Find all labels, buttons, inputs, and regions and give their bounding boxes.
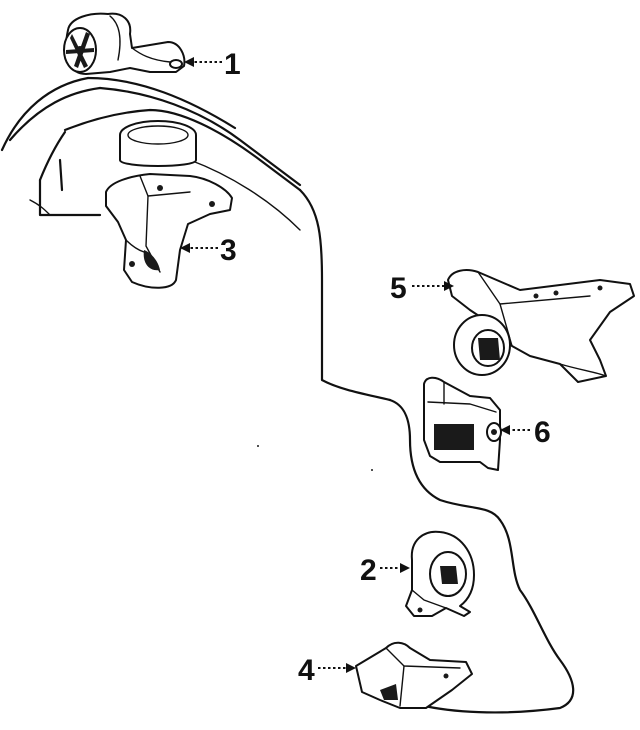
engine-block-outline (0, 76, 575, 714)
part-1-upper-engine-mount (63, 12, 186, 75)
part-4-rear-mount-bracket (355, 641, 473, 709)
speck (257, 445, 259, 447)
callout-5-label: 5 (390, 272, 407, 305)
callout-4-label: 4 (298, 654, 315, 687)
part-6-front-engine-mount (423, 376, 502, 471)
callout-3-label: 3 (220, 234, 237, 267)
oil-filler-cap (119, 120, 197, 167)
callout-2-label: 2 (360, 554, 377, 587)
part-3-engine-mount-bracket (105, 173, 233, 289)
callout-6-label: 6 (534, 416, 551, 449)
part-5-transmission-mount (447, 269, 635, 383)
callout-leaders (180, 57, 530, 673)
callout-1-label: 1 (224, 48, 241, 81)
speck (371, 469, 373, 471)
part-2-rear-engine-mount (405, 530, 475, 617)
